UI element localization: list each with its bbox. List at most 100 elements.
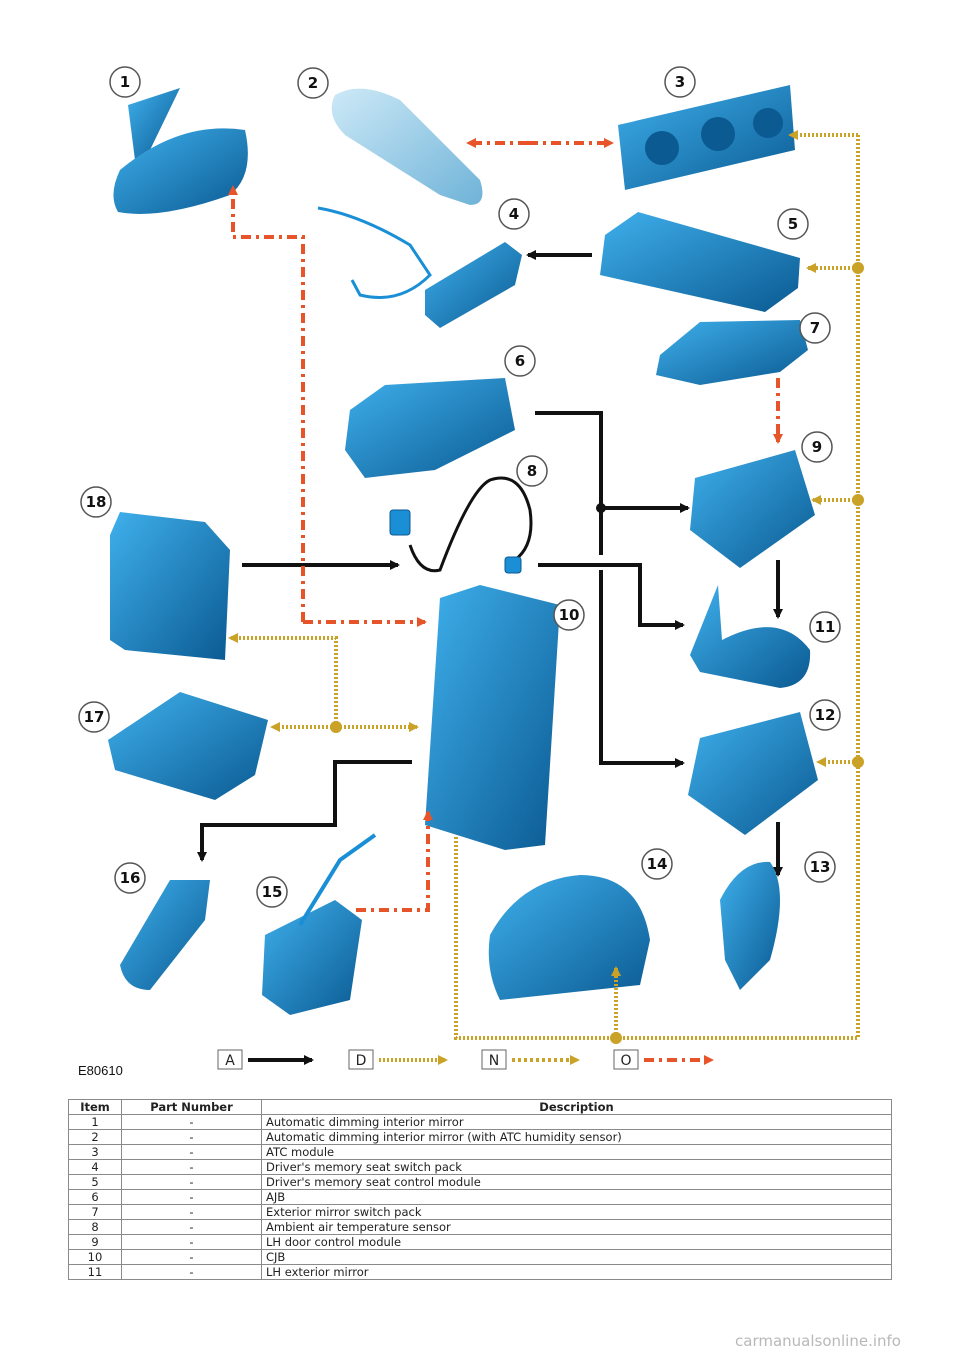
svg-text:13: 13 xyxy=(810,858,831,876)
cell-description: CJB xyxy=(261,1249,892,1265)
legend: A D N O xyxy=(217,1049,714,1070)
component-12-door-control-module xyxy=(688,712,818,835)
callout-16: 16 xyxy=(114,862,146,894)
connections-type-a xyxy=(197,250,783,877)
svg-text:16: 16 xyxy=(120,869,141,887)
table-row: 7-Exterior mirror switch pack xyxy=(68,1204,892,1220)
callout-14: 14 xyxy=(641,848,673,880)
connection-nodes-type-d xyxy=(330,262,864,1044)
component-7-mirror-switch-pack xyxy=(656,320,808,385)
wiring-diagram: 1 2 3 4 5 6 7 8 9 10 11 12 13 14 15 16 1… xyxy=(78,66,864,1078)
cell-description: Driver's memory seat switch pack xyxy=(261,1159,892,1175)
component-8-ambient-temp-sensor xyxy=(389,476,533,574)
svg-text:10: 10 xyxy=(559,606,580,624)
cell-item: 8 xyxy=(68,1219,122,1235)
table-row: 6-AJB xyxy=(68,1189,892,1205)
table-row: 3-ATC module xyxy=(68,1144,892,1160)
cell-part-number: - xyxy=(121,1174,262,1190)
table-row: 10-CJB xyxy=(68,1249,892,1265)
column-header-item: Item xyxy=(68,1099,122,1115)
legend-item-a: A xyxy=(217,1049,314,1070)
table-row: 2-Automatic dimming interior mirror (wit… xyxy=(68,1129,892,1145)
callout-10: 10 xyxy=(553,599,585,631)
component-5-seat-control-module xyxy=(600,212,800,312)
table-header-row: Item Part Number Description xyxy=(68,1099,892,1115)
callout-8: 8 xyxy=(516,455,548,487)
component-15-module-with-harness xyxy=(262,833,377,1015)
column-header-part-number: Part Number xyxy=(121,1099,262,1115)
table-row: 11-LH exterior mirror xyxy=(68,1264,892,1280)
svg-text:15: 15 xyxy=(262,883,283,901)
callout-9: 9 xyxy=(801,431,833,463)
legend-item-o: O xyxy=(613,1049,714,1070)
cell-item: 10 xyxy=(68,1249,122,1265)
cell-part-number: - xyxy=(121,1114,262,1130)
svg-text:1: 1 xyxy=(120,73,130,91)
callout-15: 15 xyxy=(256,876,288,908)
legend-item-d: D xyxy=(348,1049,448,1070)
svg-text:4: 4 xyxy=(509,205,519,223)
cell-description: Ambient air temperature sensor xyxy=(261,1219,892,1235)
component-4-seat-switch-pack xyxy=(317,206,522,328)
component-17-module xyxy=(108,692,268,800)
svg-text:D: D xyxy=(356,1053,367,1069)
table-row: 5-Driver's memory seat control module xyxy=(68,1174,892,1190)
svg-text:12: 12 xyxy=(815,706,836,724)
component-9-lh-door-control-module xyxy=(690,450,815,568)
cell-description: AJB xyxy=(261,1189,892,1205)
svg-text:A: A xyxy=(225,1053,235,1069)
svg-text:6: 6 xyxy=(515,352,525,370)
callout-6: 6 xyxy=(504,345,536,377)
component-13-exterior-mirror xyxy=(720,861,780,990)
svg-text:11: 11 xyxy=(815,618,836,636)
callout-17: 17 xyxy=(78,701,110,733)
table-row: 1-Automatic dimming interior mirror xyxy=(68,1114,892,1130)
legend-item-n: N xyxy=(481,1049,580,1070)
watermark: carmanualsonline.info xyxy=(735,1332,901,1350)
svg-text:O: O xyxy=(620,1053,631,1069)
cell-part-number: - xyxy=(121,1219,262,1235)
callout-11: 11 xyxy=(809,611,841,643)
cell-part-number: - xyxy=(121,1234,262,1250)
cell-item: 11 xyxy=(68,1264,122,1280)
svg-text:14: 14 xyxy=(647,855,668,873)
cell-description: LH door control module xyxy=(261,1234,892,1250)
callout-12: 12 xyxy=(809,699,841,731)
cell-description: Automatic dimming interior mirror (with … xyxy=(261,1129,892,1145)
component-18-ecm xyxy=(110,512,230,660)
component-14-instrument-cluster xyxy=(488,875,650,1000)
component-16-sensor xyxy=(120,880,210,990)
component-10-cjb xyxy=(425,585,560,850)
cell-description: ATC module xyxy=(261,1144,892,1160)
callout-4: 4 xyxy=(498,198,530,230)
cell-item: 4 xyxy=(68,1159,122,1175)
svg-text:3: 3 xyxy=(675,73,685,91)
column-header-description: Description xyxy=(261,1099,892,1115)
connections-type-o xyxy=(228,138,783,912)
cell-part-number: - xyxy=(121,1159,262,1175)
callout-13: 13 xyxy=(804,851,836,883)
callout-1: 1 xyxy=(109,66,141,98)
cell-part-number: - xyxy=(121,1249,262,1265)
svg-text:9: 9 xyxy=(812,438,822,456)
svg-text:N: N xyxy=(489,1053,499,1069)
cell-description: LH exterior mirror xyxy=(261,1264,892,1280)
cell-part-number: - xyxy=(121,1264,262,1280)
component-3-atc-module xyxy=(618,85,795,190)
svg-text:17: 17 xyxy=(84,708,105,726)
connections-type-d xyxy=(228,130,860,1040)
cell-item: 3 xyxy=(68,1144,122,1160)
table-row: 9-LH door control module xyxy=(68,1234,892,1250)
cell-part-number: - xyxy=(121,1129,262,1145)
svg-text:18: 18 xyxy=(86,493,107,511)
callout-7: 7 xyxy=(799,312,831,344)
parts-table: Item Part Number Description 1-Automatic… xyxy=(68,1099,892,1280)
table-row: 4-Driver's memory seat switch pack xyxy=(68,1159,892,1175)
cell-item: 6 xyxy=(68,1189,122,1205)
component-2-mirror-with-humidity-sensor xyxy=(331,88,483,205)
cell-part-number: - xyxy=(121,1189,262,1205)
component-6-ajb xyxy=(345,378,515,478)
cell-description: Driver's memory seat control module xyxy=(261,1174,892,1190)
cell-item: 7 xyxy=(68,1204,122,1220)
callout-5: 5 xyxy=(777,208,809,240)
